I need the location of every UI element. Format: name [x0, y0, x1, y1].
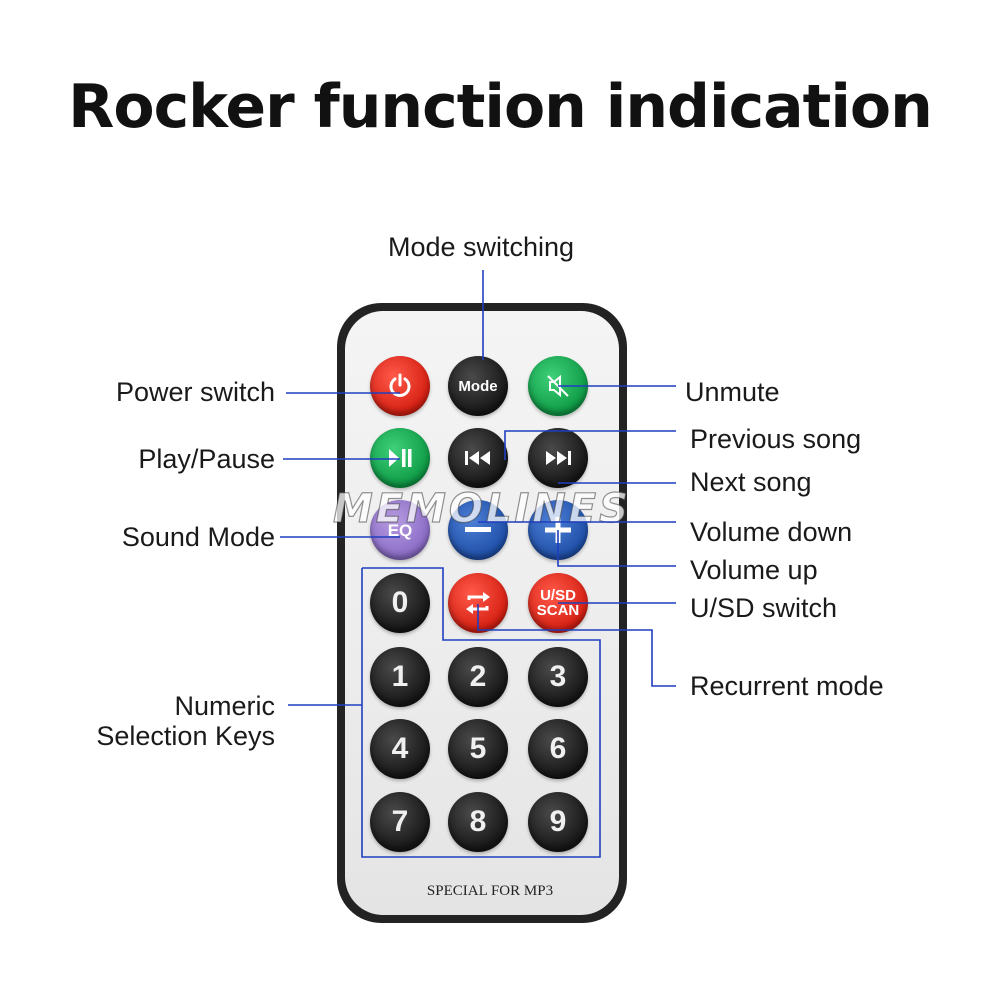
number-4-button[interactable]: 4 — [370, 719, 430, 779]
label-usd-switch: U/SD switch — [690, 593, 838, 623]
power-icon — [389, 373, 411, 397]
previous-icon — [465, 451, 490, 465]
label-volume-up: Volume up — [690, 555, 818, 585]
number-9-button[interactable]: 9 — [528, 792, 588, 852]
number-label: 7 — [391, 805, 409, 838]
label-recurrent-mode: Recurrent mode — [690, 671, 884, 701]
number-7-button[interactable]: 7 — [370, 792, 430, 852]
page-title: Rocker function indication — [68, 72, 933, 142]
number-label: 8 — [469, 805, 487, 838]
numeric-bracket — [361, 567, 601, 858]
play-pause-button[interactable] — [370, 428, 430, 488]
repeat-icon — [466, 592, 490, 614]
eq-button-label: EQ — [387, 520, 413, 540]
number-label: 3 — [549, 660, 567, 693]
recurrent-callout-line — [477, 604, 676, 687]
label-next-song: Next song — [690, 467, 812, 497]
label-mode-switching: Mode switching — [387, 232, 575, 262]
number-5-button[interactable]: 5 — [448, 719, 508, 779]
eq-button[interactable]: EQ — [370, 500, 430, 560]
number-0-button[interactable]: 0 — [370, 573, 430, 633]
volume-down-button[interactable] — [448, 500, 508, 560]
watermark: MEMOLINES — [332, 485, 631, 532]
number-6-button[interactable]: 6 — [528, 719, 588, 779]
label-volume-down: Volume down — [690, 517, 853, 547]
number-1-button[interactable]: 1 — [370, 647, 430, 707]
label-power-switch: Power switch — [115, 377, 275, 407]
next-icon — [546, 451, 571, 465]
label-numeric-line2: Selection Keys — [96, 721, 275, 751]
play-pause-icon — [389, 449, 412, 467]
minus-icon — [465, 527, 491, 532]
number-label: 4 — [391, 732, 409, 765]
number-label: 6 — [549, 732, 567, 765]
power-button[interactable] — [370, 356, 430, 416]
label-play-pause: Play/Pause — [138, 444, 275, 474]
number-label: 5 — [469, 732, 487, 765]
previous-callout-line — [504, 430, 676, 460]
number-label: 1 — [391, 660, 409, 693]
number-3-button[interactable]: 3 — [528, 647, 588, 707]
number-label: 9 — [549, 805, 567, 838]
mode-button-label: Mode — [458, 377, 498, 395]
mode-button[interactable]: Mode — [448, 356, 508, 416]
remote-brand-text: SPECIAL FOR MP3 — [426, 883, 554, 899]
previous-button[interactable] — [448, 428, 508, 488]
label-previous-song: Previous song — [690, 424, 862, 454]
next-button[interactable] — [528, 428, 588, 488]
number-2-button[interactable]: 2 — [448, 647, 508, 707]
usd-label-line1: U/SD — [540, 587, 576, 604]
usd-label-line2: SCAN — [536, 602, 580, 619]
number-8-button[interactable]: 8 — [448, 792, 508, 852]
usd-scan-label: U/SD SCAN — [537, 588, 580, 618]
volume-up-callout-line — [557, 530, 676, 567]
number-label: 2 — [469, 660, 487, 693]
number-label: 0 — [391, 586, 409, 619]
label-numeric-line1: Numeric — [174, 691, 275, 721]
label-unmute: Unmute — [685, 377, 780, 407]
label-sound-mode: Sound Mode — [121, 522, 275, 552]
